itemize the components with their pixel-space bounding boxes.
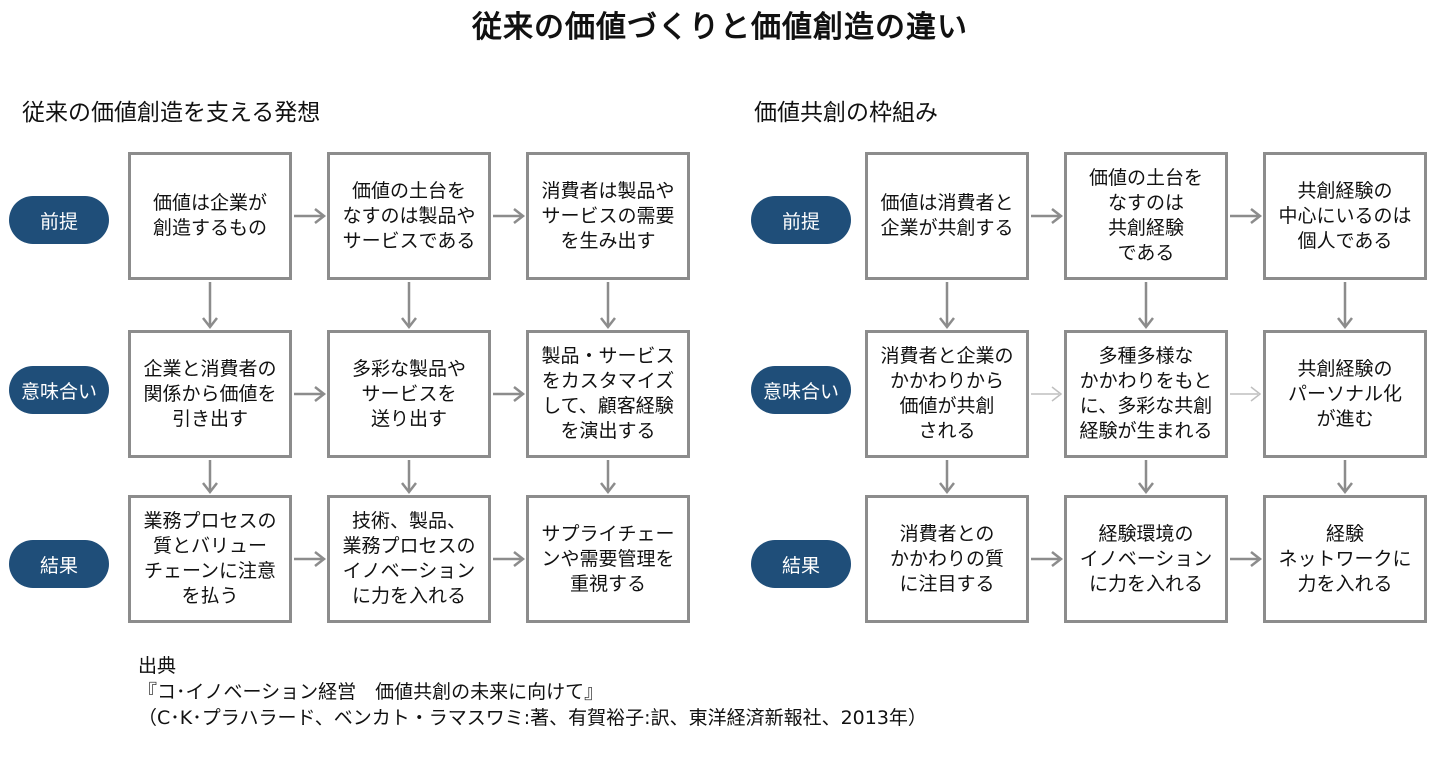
right-box-premise-1: 価値は消費者と 企業が共創する <box>865 152 1029 280</box>
connector-arrow-7 <box>202 282 218 330</box>
right-row-label-implication: 意味合い <box>751 366 851 414</box>
left-section-heading: 従来の価値創造を支える発想 <box>22 100 321 126</box>
page-title: 従来の価値づくりと価値創造の違い <box>472 10 968 45</box>
connector-arrow-10 <box>401 460 417 495</box>
connector-arrow-18 <box>1230 551 1263 567</box>
right-row-label-result: 結果 <box>751 540 851 588</box>
left-box-premise-2: 価値の土台を なすのは製品や サービスである <box>327 152 491 280</box>
connector-arrow-23 <box>1337 282 1353 330</box>
left-box-premise-3: 消費者は製品や サービスの需要 を生み出す <box>526 152 690 280</box>
left-box-implication-3: 製品・サービス をカスタマイズ して、顧客経験 を演出する <box>526 330 690 458</box>
connector-arrow-14 <box>1230 208 1263 224</box>
connector-arrow-2 <box>493 208 526 224</box>
connector-arrow-16 <box>1230 386 1262 402</box>
right-box-implication-2: 多種多様な かかわりをもと に、多彩な共創 経験が生まれる <box>1064 330 1228 458</box>
right-box-result-2: 経験環境の イノベーション に力を入れる <box>1064 495 1228 623</box>
left-row-label-premise: 前提 <box>9 196 109 244</box>
left-row-label-result: 結果 <box>9 540 109 588</box>
connector-arrow-15 <box>1031 386 1063 402</box>
connector-arrow-1 <box>294 208 327 224</box>
right-box-result-1: 消費者との かかわりの質 に注目する <box>865 495 1029 623</box>
left-box-result-2: 技術、製品、 業務プロセスの イノベーション に力を入れる <box>327 495 491 623</box>
connector-arrow-11 <box>600 282 616 330</box>
left-box-premise-1: 価値は企業が 創造するもの <box>128 152 292 280</box>
source-publication: （C･K･プラハラード、ベンカト・ラマスワミ:著、有賀裕子:訳、東洋経済新報社、… <box>138 707 927 729</box>
right-box-implication-3: 共創経験の パーソナル化 が進む <box>1263 330 1427 458</box>
right-section-heading: 価値共創の枠組み <box>754 100 938 126</box>
connector-arrow-12 <box>600 460 616 495</box>
source-book-title: 『コ･イノベーション経営 価値共創の未来に向けて』 <box>138 681 604 703</box>
connector-arrow-22 <box>1138 460 1154 495</box>
connector-arrow-24 <box>1337 460 1353 495</box>
connector-arrow-19 <box>939 282 955 330</box>
connector-arrow-9 <box>401 282 417 330</box>
connector-arrow-21 <box>1138 282 1154 330</box>
right-box-result-3: 経験 ネットワークに 力を入れる <box>1263 495 1427 623</box>
connector-arrow-6 <box>493 551 526 567</box>
right-box-premise-3: 共創経験の 中心にいるのは 個人である <box>1263 152 1427 280</box>
connector-arrow-4 <box>493 386 526 402</box>
right-box-implication-1: 消費者と企業の かかわりから 価値が共創 される <box>865 330 1029 458</box>
left-box-result-1: 業務プロセスの 質とバリュー チェーンに注意 を払う <box>128 495 292 623</box>
connector-arrow-3 <box>294 386 327 402</box>
left-box-implication-2: 多彩な製品や サービスを 送り出す <box>327 330 491 458</box>
connector-arrow-17 <box>1031 551 1064 567</box>
connector-arrow-13 <box>1031 208 1064 224</box>
connector-arrow-8 <box>202 460 218 495</box>
right-box-premise-2: 価値の土台を なすのは 共創経験 である <box>1064 152 1228 280</box>
connector-arrow-5 <box>294 551 327 567</box>
connector-arrow-20 <box>939 460 955 495</box>
source-label: 出典 <box>138 655 177 677</box>
right-row-label-premise: 前提 <box>751 196 851 244</box>
source-citation: 出典 『コ･イノベーション経営 価値共創の未来に向けて』 （C･K･プラハラード… <box>138 653 927 731</box>
left-row-label-implication: 意味合い <box>9 366 109 414</box>
left-box-implication-1: 企業と消費者の 関係から価値を 引き出す <box>128 330 292 458</box>
left-box-result-3: サプライチェー ンや需要管理を 重視する <box>526 495 690 623</box>
